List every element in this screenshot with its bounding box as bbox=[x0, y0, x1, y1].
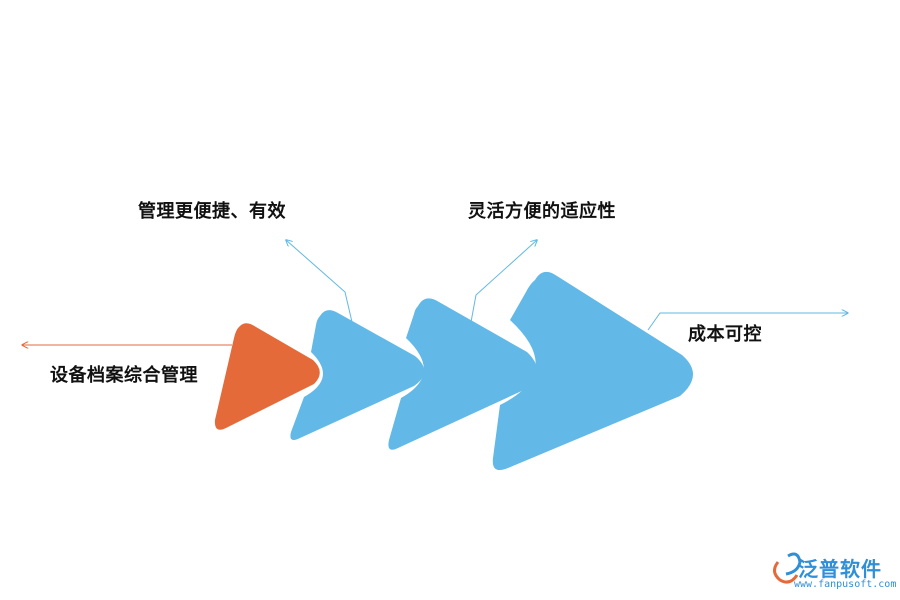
blue-arrow-large bbox=[492, 271, 694, 471]
orange-arrow bbox=[214, 323, 320, 430]
right-leader-line bbox=[647, 313, 848, 331]
logo: 泛普软件 www.fanpusoft.com bbox=[768, 553, 897, 597]
label-device-archive-management: 设备档案综合管理 bbox=[50, 365, 198, 386]
logo-url: www.fanpusoft.com bbox=[794, 579, 897, 590]
blue-chevron-1 bbox=[290, 310, 425, 440]
logo-mark-icon bbox=[773, 552, 802, 584]
label-convenient-management: 管理更便捷、有效 bbox=[138, 201, 286, 222]
step2-leader-line bbox=[470, 240, 537, 323]
blue-chevron-2 bbox=[388, 298, 538, 450]
step1-leader-line bbox=[286, 240, 353, 323]
logo-name: 泛普软件 bbox=[798, 557, 882, 581]
label-flexible-adaptability: 灵活方便的适应性 bbox=[468, 201, 616, 222]
label-cost-control: 成本可控 bbox=[688, 324, 762, 345]
